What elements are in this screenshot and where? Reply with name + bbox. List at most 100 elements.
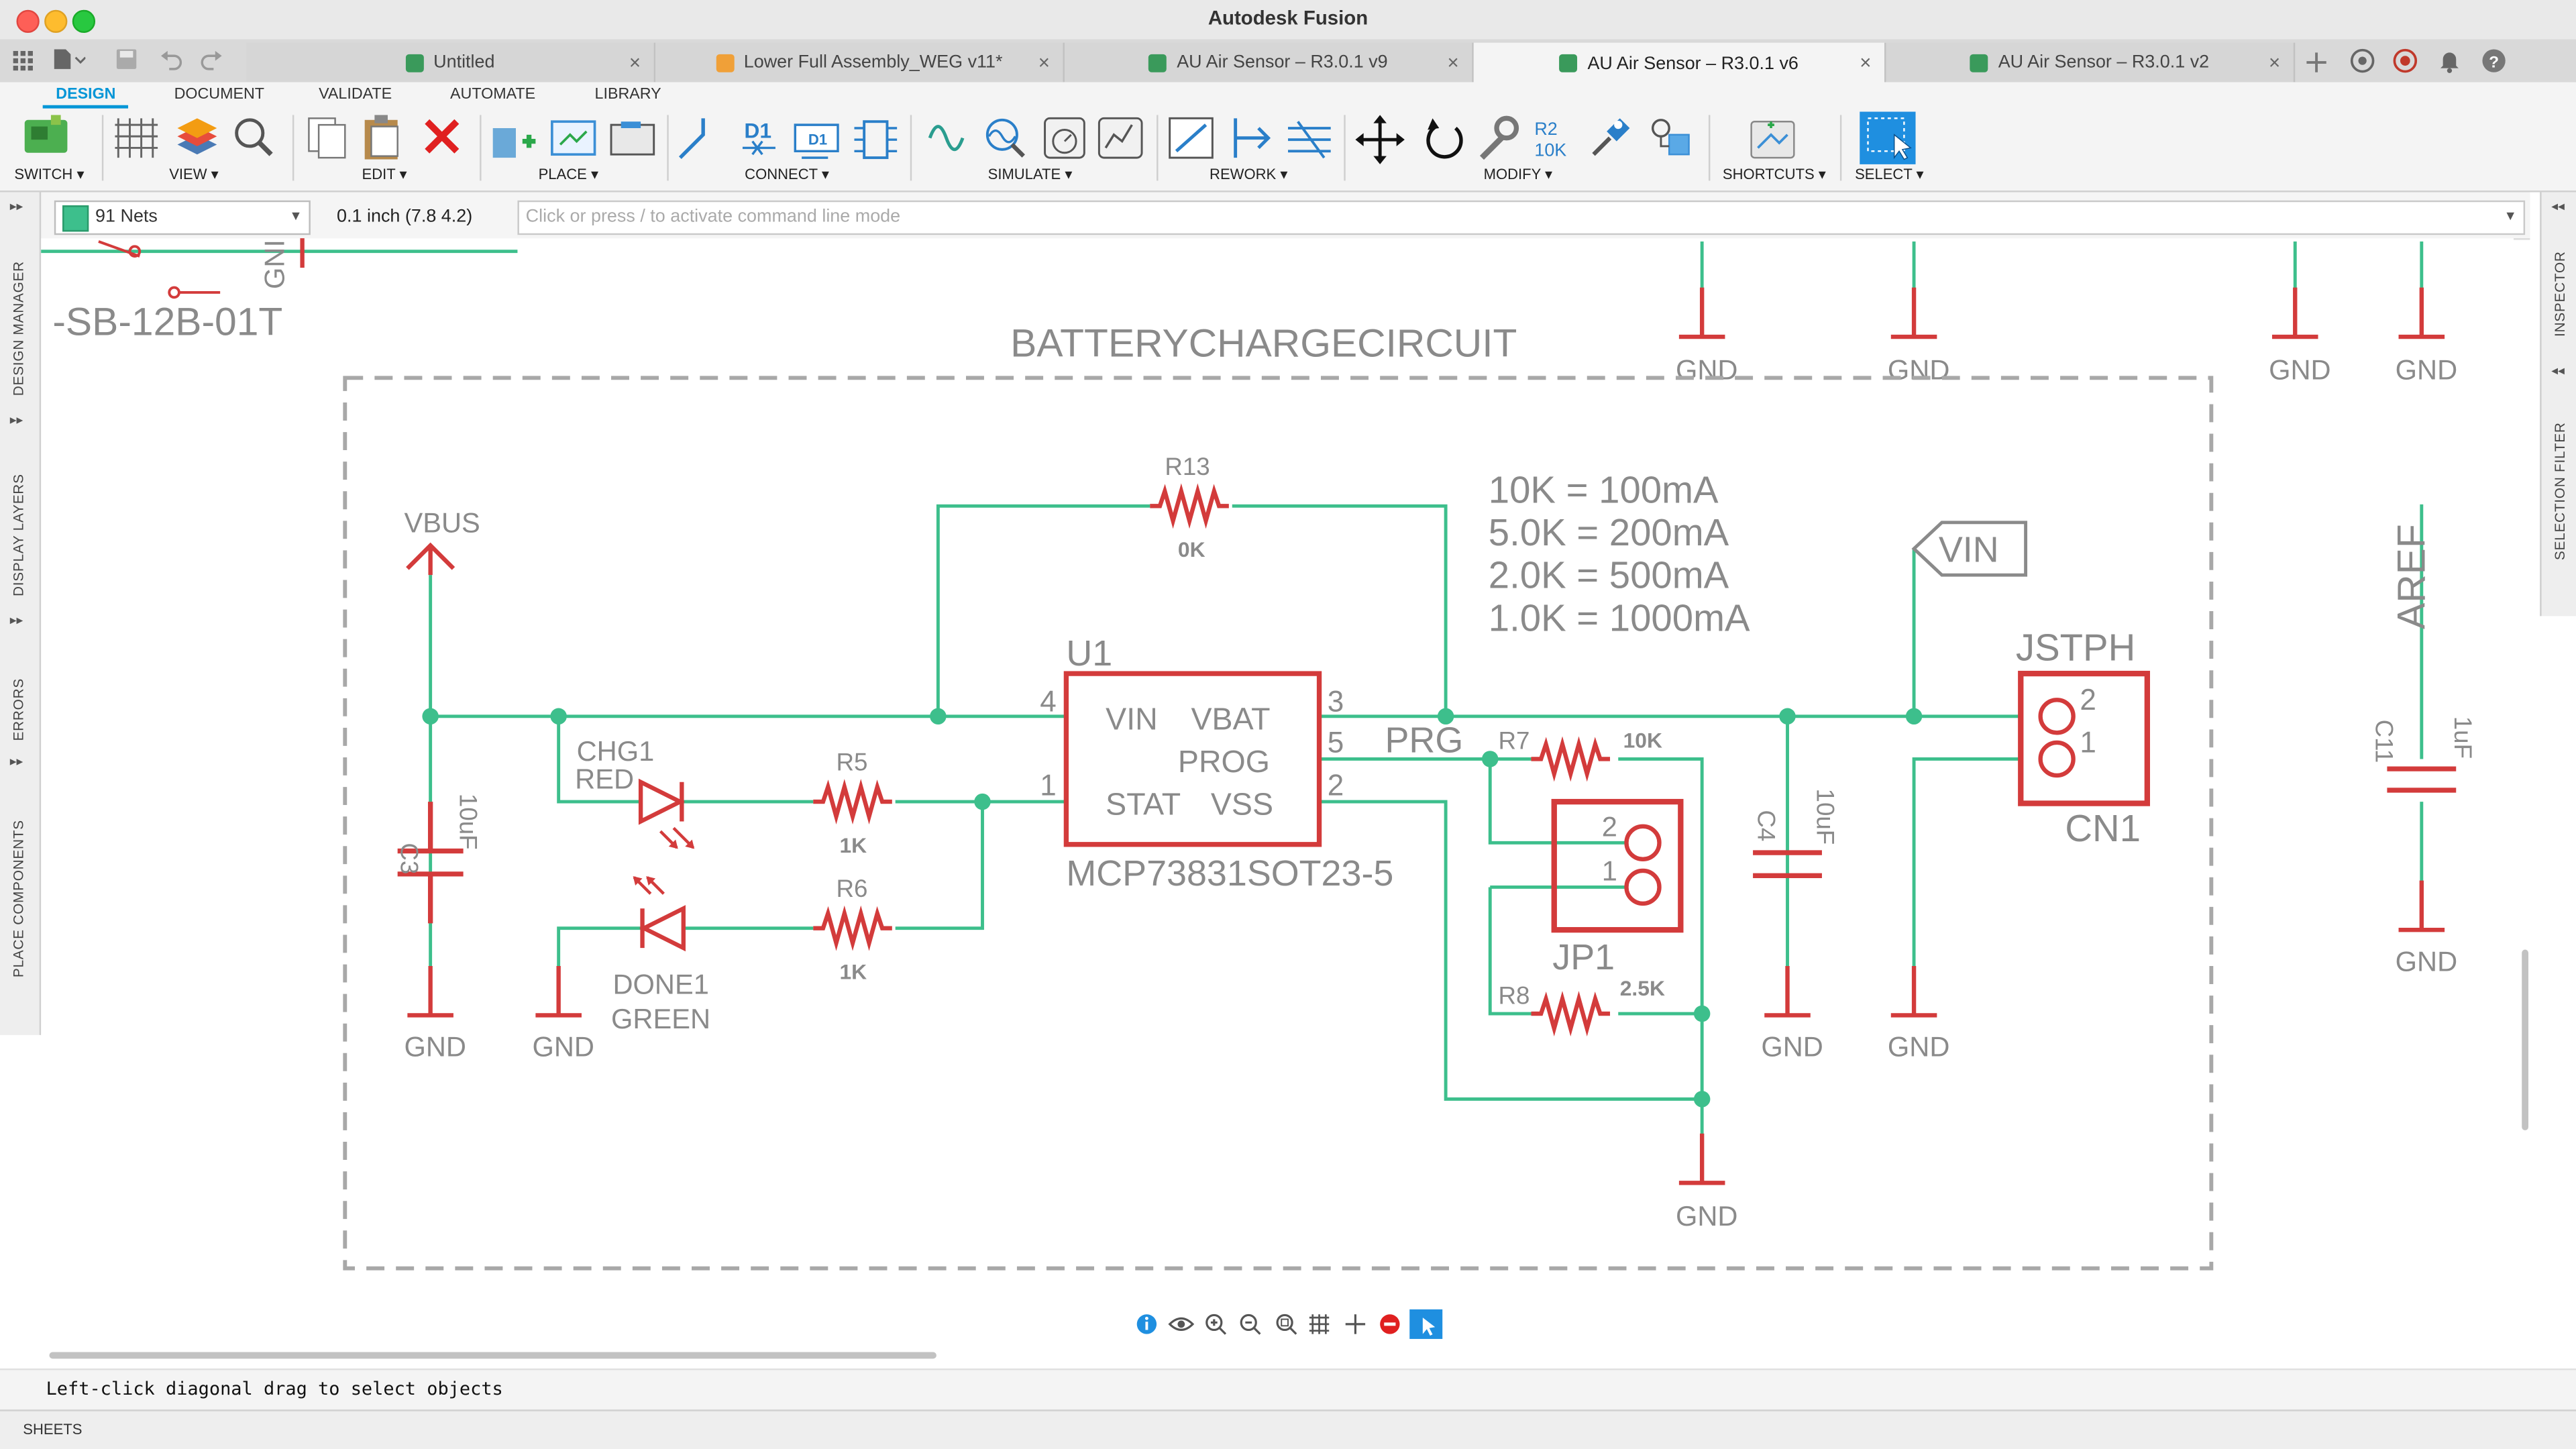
r13-value: 0K — [1178, 537, 1205, 561]
jumper-jp1[interactable] — [1554, 802, 1681, 930]
jp1-pin-2: 2 — [1602, 811, 1617, 843]
r6-value: 1K — [839, 960, 867, 984]
u1-pin-number-1: 1 — [1040, 769, 1057, 802]
gnd-symbol[interactable] — [407, 966, 453, 1015]
resistor-r8[interactable] — [1531, 999, 1610, 1028]
led-done1[interactable] — [634, 877, 683, 948]
cn1-pin-2: 2 — [2080, 684, 2096, 716]
vbus-label: VBUS — [404, 506, 480, 538]
grid-toggle-icon[interactable] — [1309, 1314, 1329, 1334]
gnd-symbol[interactable] — [2272, 241, 2318, 337]
u1-pin-number-3: 3 — [1328, 685, 1344, 718]
gnd-label: GND — [404, 1031, 466, 1063]
r6-name: R6 — [837, 875, 868, 902]
vertical-scrollbar[interactable] — [2522, 950, 2528, 1130]
u1-pin-number-5: 5 — [1328, 727, 1344, 759]
done1-value: GREEN — [611, 1003, 710, 1034]
gnd-label: GND — [1888, 1031, 1950, 1063]
u1-name: U1 — [1066, 633, 1112, 674]
info-icon[interactable] — [1137, 1314, 1157, 1334]
select-mode-icon[interactable] — [1409, 1309, 1442, 1339]
r8-value: 2.5K — [1620, 976, 1665, 1000]
jp1-pin-1: 1 — [1602, 855, 1617, 887]
resistor-r6[interactable] — [813, 914, 892, 943]
stop-icon[interactable] — [1380, 1314, 1399, 1334]
prg-net-label: PRG — [1385, 720, 1464, 761]
note-line-2: 5.0K = 200mA — [1489, 511, 1729, 553]
c3-name: C3 — [396, 843, 423, 874]
u1-pin-prog: PROG — [1178, 744, 1270, 779]
u1-pin-stat: STAT — [1106, 787, 1181, 822]
capacitor-c11[interactable] — [2387, 769, 2456, 790]
gnd-symbol[interactable] — [2399, 881, 2445, 930]
gnd-symbol[interactable] — [1679, 1134, 1725, 1183]
sheets-bar[interactable]: SHEETS — [0, 1409, 2576, 1449]
done1-name: DONE1 — [612, 969, 708, 1000]
zoom-fit-icon[interactable] — [1277, 1315, 1296, 1334]
chg1-name: CHG1 — [577, 735, 655, 767]
status-message: Left-click diagonal drag to select objec… — [46, 1379, 503, 1400]
r5-value: 1K — [839, 833, 867, 857]
junctions — [422, 708, 1922, 1108]
gnd-symbol[interactable] — [1679, 241, 1725, 337]
c11-value: 1uF — [2449, 716, 2477, 759]
r5-name: R5 — [837, 749, 868, 776]
c3-value: 10uF — [455, 794, 482, 850]
c4-value: 10uF — [1812, 789, 1839, 845]
note-line-4: 1.0K = 1000mA — [1489, 596, 1750, 639]
c11-name: C11 — [2370, 720, 2398, 763]
r8-name: R8 — [1498, 981, 1529, 1009]
top-part-label: -SB-12B-01T — [52, 301, 282, 344]
note-line-1: 10K = 100mA — [1489, 468, 1719, 511]
led-chg1[interactable] — [641, 782, 693, 848]
gnd-label: GND — [1888, 354, 1950, 386]
cn1-name: CN1 — [2065, 807, 2141, 849]
chg1-value: RED — [575, 763, 634, 795]
gnd-symbol[interactable] — [1891, 241, 1937, 337]
r7-value: 10K — [1623, 728, 1662, 752]
u1-pin-vss: VSS — [1211, 787, 1273, 822]
resistor-r7[interactable] — [1531, 744, 1610, 773]
zoom-in-icon[interactable] — [1207, 1315, 1226, 1334]
frame-title: BATTERYCHARGECIRCUIT — [1010, 321, 1517, 365]
gnd-symbol[interactable] — [1891, 966, 1937, 1015]
gnd-symbol[interactable] — [535, 966, 582, 1015]
schematic-frame — [345, 378, 2211, 1268]
gnd-label: GND — [2269, 354, 2331, 386]
gnd-partial-label: GNI — [259, 239, 290, 289]
r13-name: R13 — [1165, 453, 1210, 480]
c4-name: C4 — [1752, 810, 1780, 841]
crosshair-icon[interactable] — [1346, 1314, 1365, 1334]
vin-label: VIN — [1939, 530, 1999, 570]
r7-name: R7 — [1498, 727, 1529, 755]
gnd-label: GND — [2396, 354, 2458, 386]
sheets-label: SHEETS — [23, 1421, 82, 1437]
aref-label: AREF — [2390, 524, 2434, 629]
resistor-r13[interactable] — [1150, 491, 1229, 521]
gnd-label: GND — [532, 1031, 594, 1063]
u1-pin-number-4: 4 — [1040, 685, 1057, 718]
status-bar: Left-click diagonal drag to select objec… — [0, 1368, 2576, 1411]
gnd-symbol[interactable] — [2399, 241, 2445, 337]
cn1-value: JSTPH — [2016, 626, 2135, 668]
u1-pin-vbat: VBAT — [1191, 701, 1271, 736]
resistor-r5[interactable] — [813, 787, 892, 816]
gnd-label: GND — [1676, 1200, 1738, 1232]
gnd-label: GND — [1761, 1031, 1823, 1063]
u1-pin-vin: VIN — [1106, 701, 1158, 736]
note-line-3: 2.0K = 500mA — [1489, 554, 1729, 596]
gnd-label: GND — [2396, 945, 2458, 977]
u1-value: MCP73831SOT23-5 — [1066, 853, 1393, 894]
navigation-toolbar — [1130, 1307, 1446, 1340]
gnd-label: GND — [1676, 354, 1738, 386]
jp1-name: JP1 — [1552, 937, 1615, 977]
zoom-out-icon[interactable] — [1241, 1315, 1260, 1334]
u1-pin-number-2: 2 — [1328, 769, 1344, 802]
gnd-symbol[interactable] — [1764, 966, 1811, 1015]
eye-icon[interactable] — [1170, 1318, 1193, 1330]
cn1-pin-1: 1 — [2080, 727, 2096, 759]
vbus-supply[interactable] — [407, 545, 453, 575]
horizontal-scrollbar[interactable] — [49, 1352, 936, 1359]
